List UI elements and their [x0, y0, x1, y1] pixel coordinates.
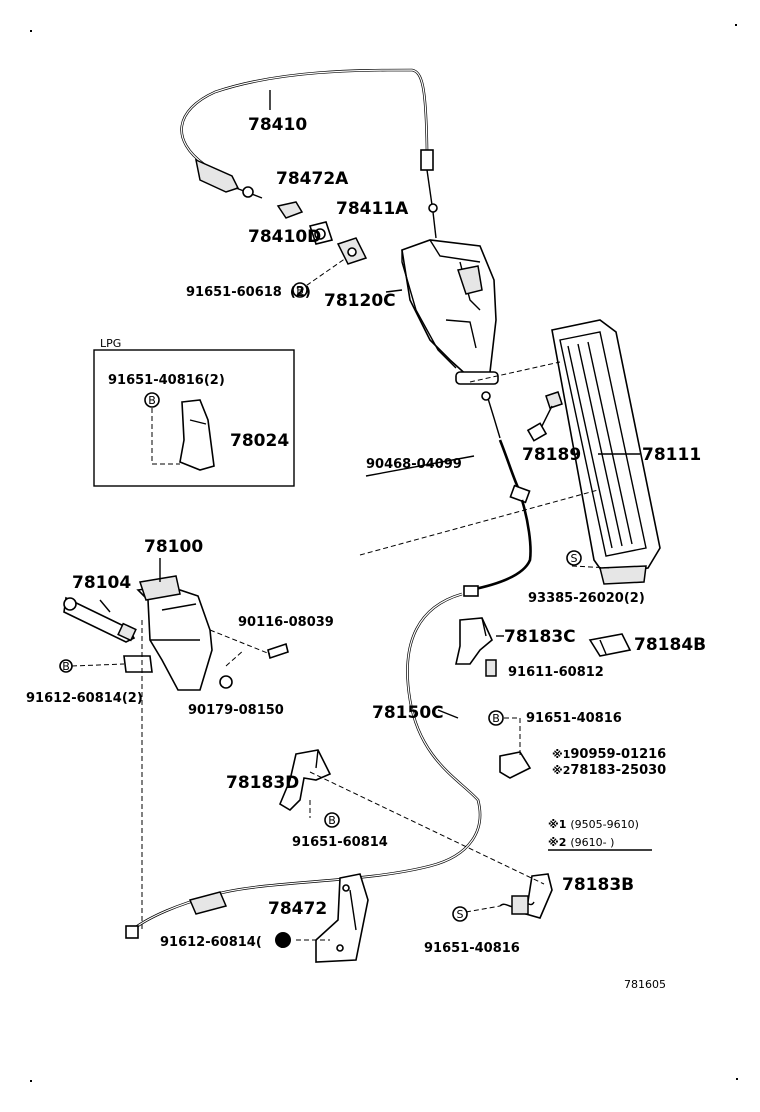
cable-78410-drawing: [180, 68, 438, 239]
label-91612-a: 91612-60814(2): [26, 691, 143, 706]
svg-text:B: B: [148, 394, 156, 407]
label-78120c: 78120C: [324, 291, 396, 311]
pad-78184b-drawing: [588, 633, 632, 657]
label-91651-40816-a: 91651-40816: [526, 711, 622, 726]
label-91612-b: 91612-60814(): [160, 935, 286, 950]
label-90468: 90468-04099: [366, 457, 462, 472]
legend-2: ※2(9610- ): [548, 836, 614, 849]
lpg-title: LPG: [100, 337, 121, 350]
label-78183c: 78183C: [504, 627, 576, 647]
bracket-78100-drawing: [63, 575, 213, 691]
label-78472: 78472: [268, 899, 327, 919]
label-90116: 90116-08039: [238, 615, 334, 630]
label-78184b: 78184B: [634, 635, 706, 655]
label-78472a: 78472A: [276, 169, 349, 189]
svg-text:B: B: [296, 284, 304, 297]
clip-parts-drawing: [276, 201, 368, 265]
label-78183b: 78183B: [562, 875, 634, 895]
label-78410: 78410: [248, 115, 307, 135]
bracket-78183b-drawing: [499, 873, 553, 919]
svg-text:S: S: [457, 908, 464, 921]
cable-78150c-drawing: [125, 391, 532, 939]
label-78111: 78111: [642, 445, 701, 465]
scan-marks: [30, 24, 738, 1082]
label-91651-40816-c: 91651-40816: [424, 941, 520, 956]
bracket-78183c-drawing: [455, 617, 497, 677]
label-star2-part: ※278183-25030: [552, 763, 666, 778]
leader-lines: S B B S B: [71, 90, 652, 948]
label-78411a: 78411A: [336, 199, 409, 219]
svg-text:B: B: [328, 814, 336, 827]
svg-text:B: B: [492, 712, 500, 725]
label-star1-part: ※190959-01216: [552, 747, 666, 762]
label-78410d: 78410D: [248, 227, 321, 247]
label-91651-60618: 91651-60618(2): [186, 285, 311, 300]
fastener-drawings: B: [59, 642, 289, 689]
label-78100: 78100: [144, 537, 203, 557]
part-labels: 78410 78472A 78411A 78410D 91651-60618(2…: [26, 115, 706, 991]
diagram-id: 781605: [624, 978, 666, 991]
svg-text:B: B: [62, 660, 70, 673]
label-78150c: 78150C: [372, 703, 444, 723]
pedal-78111-drawing: [551, 319, 661, 585]
label-78189: 78189: [522, 445, 581, 465]
bracket-78120c-drawing: [401, 239, 499, 385]
label-93385: 93385-26020(2): [528, 591, 645, 606]
bracket-78183d-drawing: [278, 749, 332, 812]
label-78024: 78024: [230, 431, 289, 451]
svg-text:S: S: [571, 552, 578, 565]
label-90179: 90179-08150: [188, 703, 284, 718]
label-lpg-bolt: 91651-40816(2): [108, 373, 225, 388]
legend-1: ※1(9505-9610): [548, 818, 639, 831]
lpg-box: B: [93, 349, 295, 487]
label-91611: 91611-60812: [508, 665, 604, 680]
label-78104: 78104: [72, 573, 131, 593]
clip-star-drawing: [499, 751, 532, 779]
label-78183d: 78183D: [226, 773, 299, 793]
label-91651-60814: 91651-60814: [292, 835, 388, 850]
stopper-78189-drawing: [526, 391, 563, 442]
